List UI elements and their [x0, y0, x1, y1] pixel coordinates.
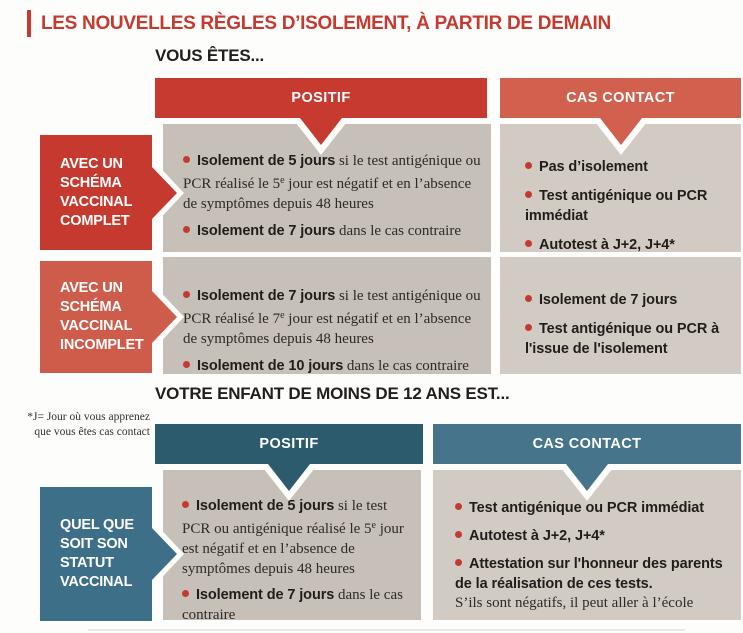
- arrow-down-icon: [268, 464, 310, 491]
- text-segment: dans le cas contraire: [335, 223, 461, 239]
- cell-bullets: Isolement de 7 jours si le test antigéni…: [183, 286, 485, 376]
- column-header-label: CAS CONTACT: [532, 436, 642, 452]
- bullet-dot-icon: [525, 324, 532, 331]
- row-label-schema-complet: AVEC UN SCHÉMA VACCINAL COMPLET: [40, 135, 184, 250]
- row-label-statut-vaccinal: QUEL QUE SOIT SON STATUT VACCINAL: [40, 487, 184, 621]
- text-segment: Isolement de 7 jours: [196, 587, 335, 603]
- row-label-text: AVEC UN SCHÉMA VACCINAL COMPLET: [60, 155, 132, 229]
- text-segment: Isolement de 7 jours: [539, 292, 678, 308]
- arrow-down-icon: [566, 464, 608, 491]
- column-header-cas-contact-adults: CAS CONTACT: [500, 78, 741, 155]
- bullet-item: Test antigénique ou PCR immédiat: [455, 498, 729, 518]
- bullet-item: Autotest à J+2, J+4*: [525, 235, 727, 255]
- column-header-positif-children: POSITIF: [155, 424, 423, 501]
- bullet-dot-icon: [525, 162, 532, 169]
- text-segment: dans le cas contraire: [182, 587, 403, 623]
- text-segment: Isolement de 5 jours: [196, 498, 335, 514]
- bullet-item: Isolement de 7 jours dans le cas contrai…: [182, 585, 415, 625]
- bullet-item: Test antigénique ou PCR immédiat: [525, 186, 727, 226]
- text-segment: Isolement de 10 jours: [197, 358, 344, 374]
- arrow-right-icon: [152, 166, 177, 219]
- cell-incomplet-positif: Isolement de 7 jours si le test antigéni…: [163, 257, 491, 374]
- bullet-item: Isolement de 10 jours dans le cas contra…: [183, 356, 485, 376]
- bottom-edge-divider: [88, 629, 685, 631]
- bullet-dot-icon: [183, 156, 190, 163]
- bullet-item: Attestation sur l'honneur des parents de…: [455, 554, 729, 613]
- column-header-label: POSITIF: [259, 436, 319, 452]
- bullet-dot-icon: [183, 291, 190, 298]
- text-segment: Isolement de 5 jours: [197, 153, 336, 169]
- row-label-text: AVEC UN SCHÉMA VACCINAL INCOMPLET: [60, 280, 144, 353]
- column-header-positif-adults: POSITIF: [155, 78, 487, 155]
- text-segment: si le test antigénique ou PCR réalisé le…: [183, 153, 481, 192]
- bullet-dot-icon: [525, 240, 532, 247]
- text-segment: e: [280, 175, 285, 186]
- bullet-item: Isolement de 5 jours si le test PCR ou a…: [182, 496, 415, 579]
- arrow-right-icon: [152, 528, 177, 580]
- text-segment: e: [371, 520, 376, 531]
- text-segment: dans le cas contraire: [343, 358, 469, 374]
- bullet-dot-icon: [455, 531, 462, 538]
- bullet-dot-icon: [183, 226, 190, 233]
- bullet-dot-icon: [182, 590, 189, 597]
- bullet-dot-icon: [182, 501, 189, 508]
- arrow-down-icon: [599, 118, 642, 145]
- text-segment: S’ils sont négatifs, il peut aller à l’é…: [455, 595, 694, 611]
- text-segment: si le test PCR ou antigénique réalisé le…: [182, 498, 388, 537]
- bullet-dot-icon: [455, 559, 462, 566]
- bullet-item: Isolement de 7 jours dans le cas contrai…: [183, 221, 483, 241]
- row-label-text: QUEL QUE SOIT SON STATUT VACCINAL: [60, 517, 134, 590]
- text-segment: jour est négatif et en l’absence de symp…: [183, 311, 472, 347]
- bullet-dot-icon: [455, 503, 462, 510]
- text-segment: Test antigénique ou PCR immédiat: [525, 188, 708, 224]
- bullet-item: Autotest à J+2, J+4*: [455, 526, 729, 546]
- bullet-item: Isolement de 7 jours si le test antigéni…: [183, 286, 485, 349]
- text-segment: Pas d’isolement: [539, 159, 648, 175]
- page-title: LES NOUVELLES RÈGLES D’ISOLEMENT, À PART…: [41, 13, 611, 34]
- text-segment: e: [280, 310, 285, 321]
- bullet-item: Pas d’isolement: [525, 157, 727, 177]
- cell-bullets: Isolement de 5 jours si le test antigéni…: [183, 151, 483, 241]
- bullet-dot-icon: [525, 191, 532, 198]
- bullet-dot-icon: [525, 295, 532, 302]
- bullet-item: Isolement de 5 jours si le test antigéni…: [183, 151, 483, 214]
- footnote: *J= Jour où vous apprenez que vous êtes …: [27, 411, 150, 438]
- section-adults-heading: VOUS ÊTES...: [155, 46, 265, 65]
- column-header-cas-contact-children: CAS CONTACT: [433, 424, 741, 501]
- text-segment: Attestation sur l'honneur des parents de…: [455, 556, 723, 592]
- text-segment: si le test antigénique ou PCR réalisé le…: [183, 288, 481, 327]
- column-header-label: POSITIF: [291, 90, 351, 106]
- text-segment: Autotest à J+2, J+4*: [469, 528, 605, 544]
- cell-bullets: Isolement de 5 jours si le test PCR ou a…: [182, 496, 415, 625]
- column-header-label: CAS CONTACT: [566, 90, 675, 106]
- bullet-item: Isolement de 7 jours: [525, 290, 727, 310]
- text-segment: Autotest à J+2, J+4*: [539, 237, 675, 253]
- title-accent-bar: [27, 10, 31, 37]
- arrow-down-icon: [300, 118, 342, 145]
- section-children-heading: VOTRE ENFANT DE MOINS DE 12 ANS EST...: [155, 384, 510, 403]
- text-segment: Isolement de 7 jours: [197, 223, 336, 239]
- text-segment: jour est négatif et en l’absence de symp…: [182, 521, 404, 577]
- text-segment: Test antigénique ou PCR immédiat: [469, 500, 705, 516]
- bullet-dot-icon: [183, 361, 190, 368]
- text-segment: Isolement de 7 jours: [197, 288, 336, 304]
- text-segment: Test antigénique ou PCR à l'issue de l'i…: [525, 321, 720, 357]
- row-label-schema-incomplet: AVEC UN SCHÉMA VACCINAL INCOMPLET: [40, 261, 184, 373]
- bullet-item: Test antigénique ou PCR à l'issue de l'i…: [525, 319, 727, 359]
- arrow-right-icon: [152, 291, 177, 343]
- text-segment: jour est négatif et en l’absence de symp…: [183, 176, 472, 212]
